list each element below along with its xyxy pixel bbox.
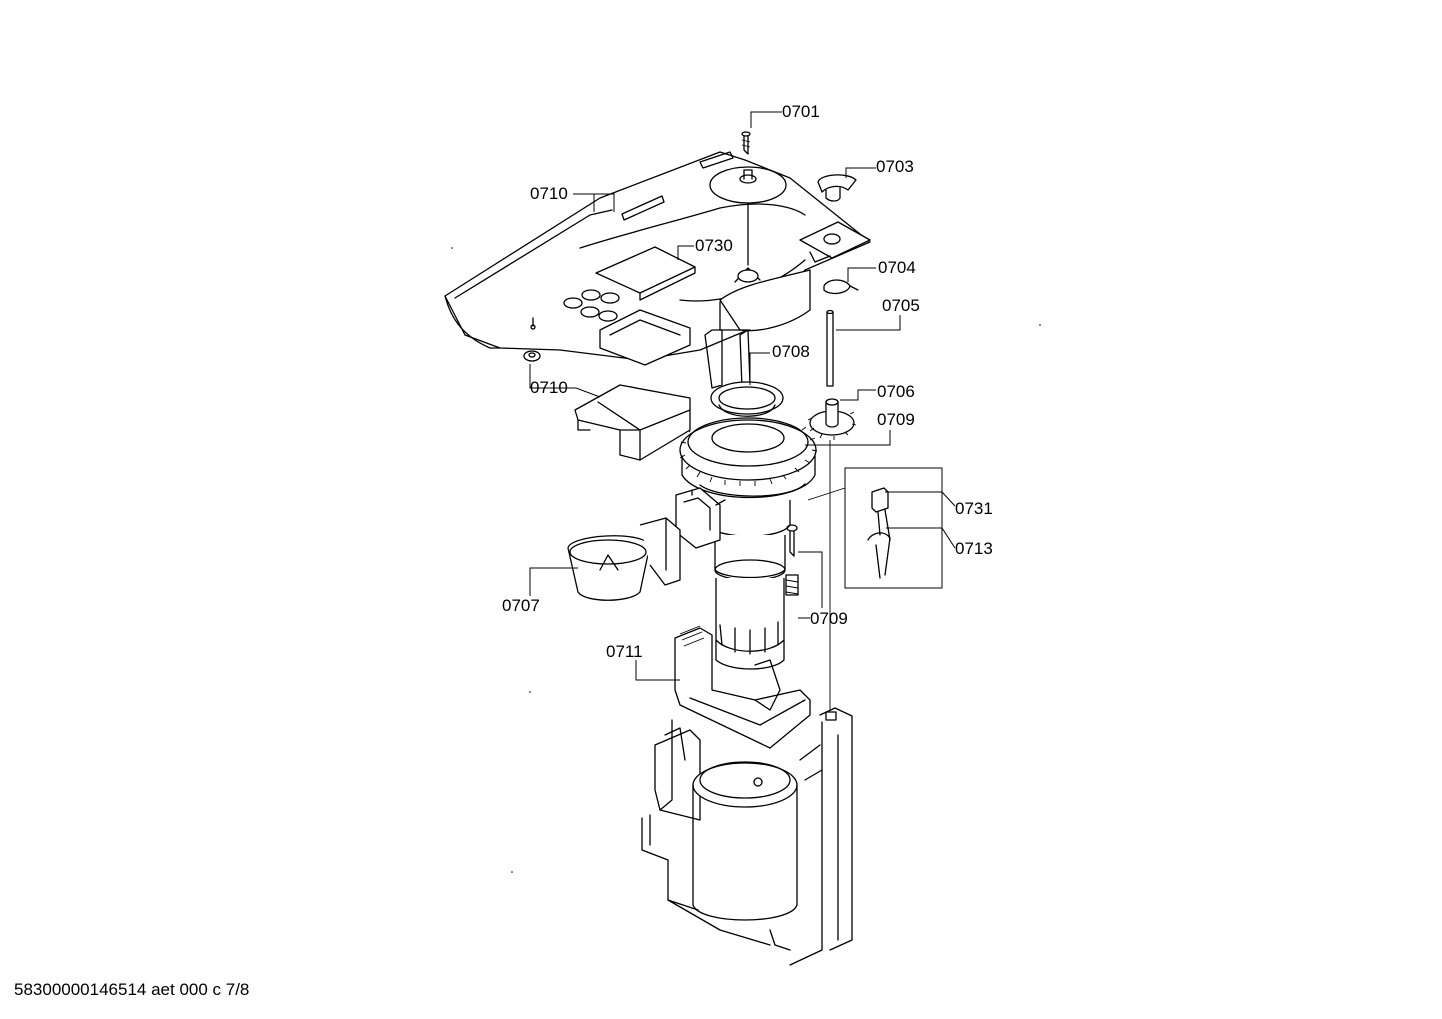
label-0731: 0731 [955,499,993,518]
base-housing [641,707,853,966]
label-0709-top: 0709 [877,410,915,429]
gear-0706 [807,398,857,440]
ring-0708 [710,381,784,417]
label-0709-lower: 0709 [810,609,848,628]
grinder-body [705,500,791,670]
label-0707: 0707 [502,596,540,615]
screws-0709-lower [785,524,799,596]
label-0713: 0713 [955,539,993,558]
tray-0711 [674,625,811,749]
label-0704: 0704 [878,258,916,277]
label-0706: 0706 [877,382,915,401]
screw-0701 [741,131,751,155]
label-0711: 0711 [606,642,643,661]
callouts: 0701 0703 0710 0730 0704 0705 0708 0710 … [502,102,993,681]
top-disk [709,166,787,266]
label-0710-top: 0710 [530,184,568,203]
label-0708: 0708 [772,342,810,361]
label-0710-lower: 0710 [530,378,568,397]
guide-line-2 [807,487,846,501]
stray-marks [451,247,1041,873]
document-footer-code: 58300000146514 aet 000 c 7/8 [14,980,250,999]
label-0705: 0705 [882,296,920,315]
clip-0704 [823,279,859,295]
nut-0710 [523,350,541,362]
top-cover-plate [444,151,871,366]
sensor-assembly [867,487,891,579]
large-gear-ring [679,417,818,499]
hopper-0710 [574,384,691,461]
cup-0707 [567,517,681,601]
label-0730: 0730 [695,236,733,255]
label-0701: 0701 [782,102,820,121]
knob-0703 [817,174,857,202]
grinder-bracket [675,487,726,549]
shaft-0705 [826,309,834,387]
label-0703: 0703 [876,157,914,176]
